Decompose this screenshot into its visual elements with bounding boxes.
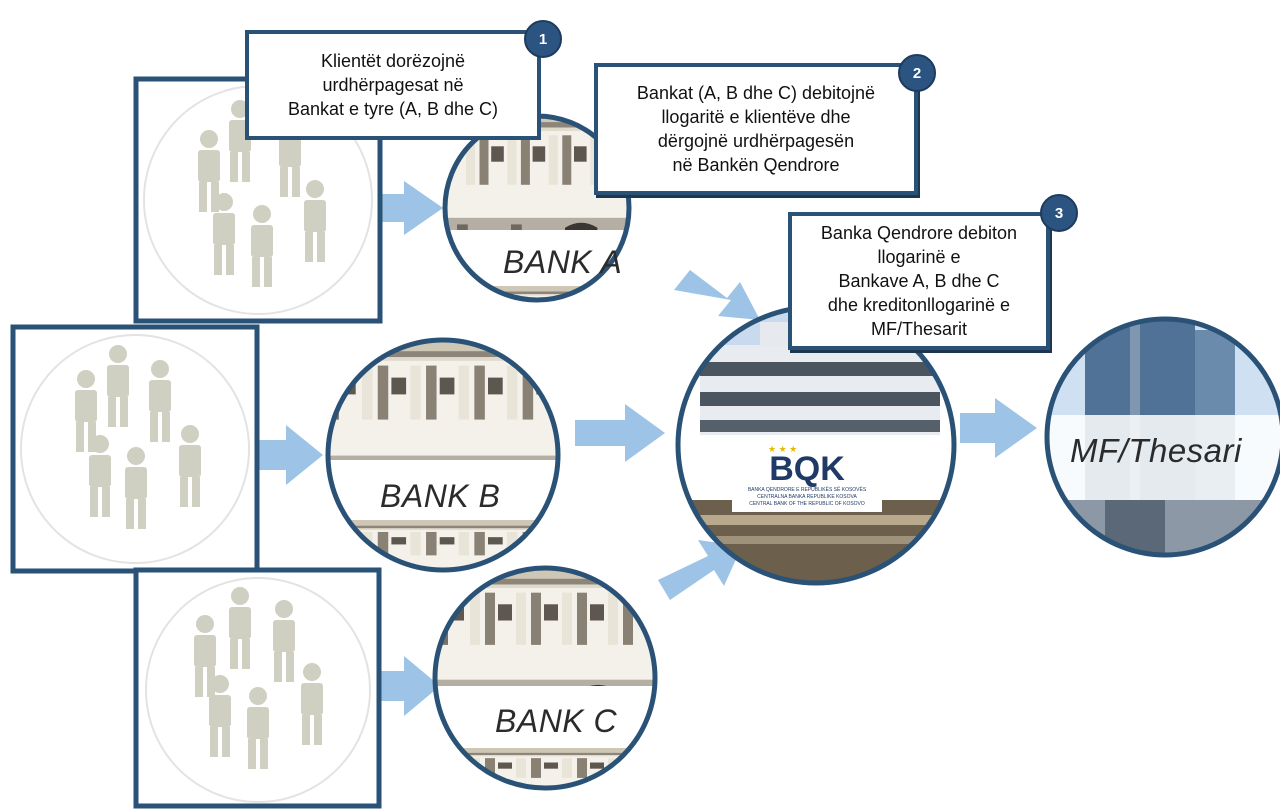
client-group-b [10, 324, 260, 574]
logo-line-1: BANKA QENDRORE E REPUBLIKËS SË KOSOVËS [747, 487, 867, 493]
step-3-callout: Banka Qendrore debiton llogarinë e Banka… [788, 212, 1050, 350]
bank-c-label: BANK C [495, 703, 618, 739]
logo-stars: ★ ★ ★ [768, 444, 798, 454]
step-3-line-1: Banka Qendrore debiton [820, 223, 1018, 243]
step-1-line-2: urdhërpagesat në [322, 75, 464, 95]
arrow-bank-b-to-central [575, 404, 665, 462]
arrow-bank-c-to-central [658, 540, 742, 600]
step-2-callout: Bankat (A, B dhe C) debitojnë llogaritë … [594, 63, 918, 195]
step-3-line-2: llogarinë e [877, 247, 961, 267]
client-group-c [133, 567, 382, 809]
bank-b-photo [328, 340, 558, 570]
step-1-line-3: Bankat e tyre (A, B dhe C) [287, 99, 499, 119]
step-1-badge: 1 [524, 20, 562, 58]
step-3-line-4: dhe kreditonllogarinë e [827, 295, 1011, 315]
treasury-node [1044, 316, 1280, 558]
step-2-line-2: llogaritë e klientëve dhe [661, 107, 851, 127]
bank-b-node [325, 337, 561, 573]
logo-line-2: CENTRALNA BANKA REPUBLIKE KOSOVA [757, 494, 857, 500]
treasury-photo [1047, 319, 1280, 555]
step-3-line-3: Bankave A, B dhe C [838, 271, 1000, 291]
step-1-line-1: Klientët dorëzojnë [320, 51, 466, 71]
bank-b-label: BANK B [380, 478, 501, 514]
arrow-clients-b-to-bank-b [258, 425, 323, 485]
logo-wordmark: BQK [769, 450, 845, 488]
step-3-badge: 3 [1040, 194, 1078, 232]
step-2-badge: 2 [898, 54, 936, 92]
bank-c-photo [435, 568, 655, 788]
arrow-central-to-treasury [960, 398, 1037, 458]
step-3-line-5: MF/Thesarit [870, 319, 967, 339]
step-2-line-3: dërgojnë urdhërpagesën [657, 131, 855, 151]
step-2-line-4: në Bankën Qendrore [672, 155, 840, 175]
logo-line-3: CENTRAL BANK OF THE REPUBLIC OF KOSOVO [749, 501, 865, 507]
central-bank-logo: ★ ★ ★ BQK BANKA QENDRORE E REPUBLIKËS SË… [732, 440, 882, 512]
client-group-a [133, 76, 383, 324]
arrow-clients-a-to-bank-a [380, 181, 443, 235]
bank-a-label: BANK A [503, 244, 623, 280]
bank-c-node [432, 565, 658, 791]
arrow-clients-c-to-bank-c [380, 656, 440, 716]
step-1-callout: Klientët dorëzojnë urdhërpagesat në Bank… [245, 30, 541, 140]
step-2-line-1: Bankat (A, B dhe C) debitojnë [636, 83, 876, 103]
treasury-label: MF/Thesari [1070, 432, 1242, 469]
flow-arrows [258, 181, 1037, 716]
arrow-bank-a-to-central [674, 270, 760, 320]
